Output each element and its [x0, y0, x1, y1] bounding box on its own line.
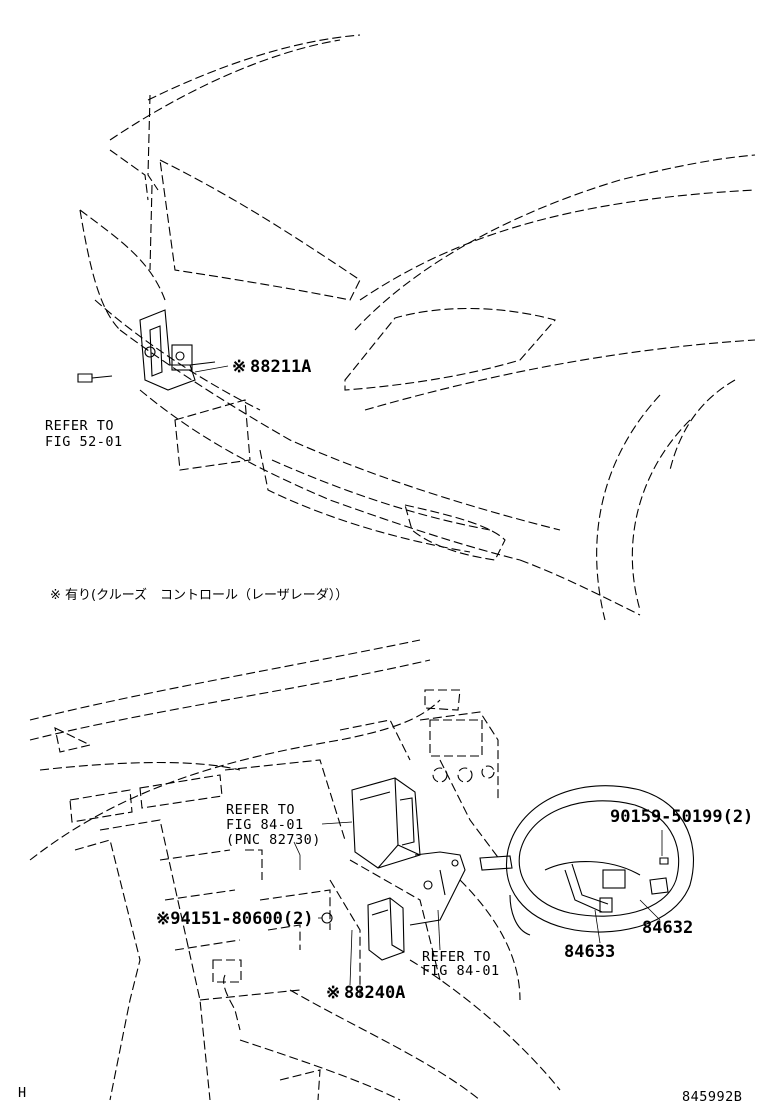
- dashboard-outline: [29, 639, 561, 1101]
- cruise-switch-assembly: [564, 863, 626, 913]
- ecu-module: [351, 777, 421, 869]
- footnote: ※ 有り(クルーズ コントロール（レーザレーダ））: [50, 587, 348, 603]
- part-number-94151-80600: ※94151-80600(2): [156, 909, 314, 929]
- leader-lines: [293, 821, 663, 986]
- part-number-88240a: 88240A: [344, 983, 405, 1003]
- sensor-bolt: [77, 373, 113, 383]
- module-mark: ※: [326, 983, 340, 1003]
- part-number-84633: 84633: [564, 942, 615, 962]
- footer-code: H: [18, 1085, 27, 1101]
- refer-label-upper-2: FIG 52-01: [45, 434, 123, 450]
- part-number-84632: 84632: [642, 918, 693, 938]
- sensor-mark: ※: [232, 357, 246, 377]
- vehicle-front-outline: [79, 34, 756, 621]
- mounting-bracket: [409, 851, 466, 926]
- diagram-id: 845992B: [682, 1089, 742, 1105]
- refer-label-a-3: (PNC 82730): [226, 832, 321, 848]
- refer-label-b-1: REFER TO: [422, 949, 491, 965]
- steering-wheel: [479, 785, 694, 936]
- sensor-leader: [194, 365, 229, 373]
- refer-label-upper-1: REFER TO: [45, 418, 114, 434]
- part-number-90159-50199: 90159-50199(2): [610, 807, 753, 827]
- refer-label-a-1: REFER TO: [226, 802, 295, 818]
- refer-label-b-2: FIG 84-01: [422, 963, 500, 979]
- screw: [659, 857, 669, 865]
- refer-label-a-2: FIG 84-01: [226, 817, 304, 833]
- part-number-88211a: 88211A: [250, 357, 311, 377]
- laser-radar-sensor: [139, 309, 216, 391]
- cruise-control-module: [367, 897, 405, 961]
